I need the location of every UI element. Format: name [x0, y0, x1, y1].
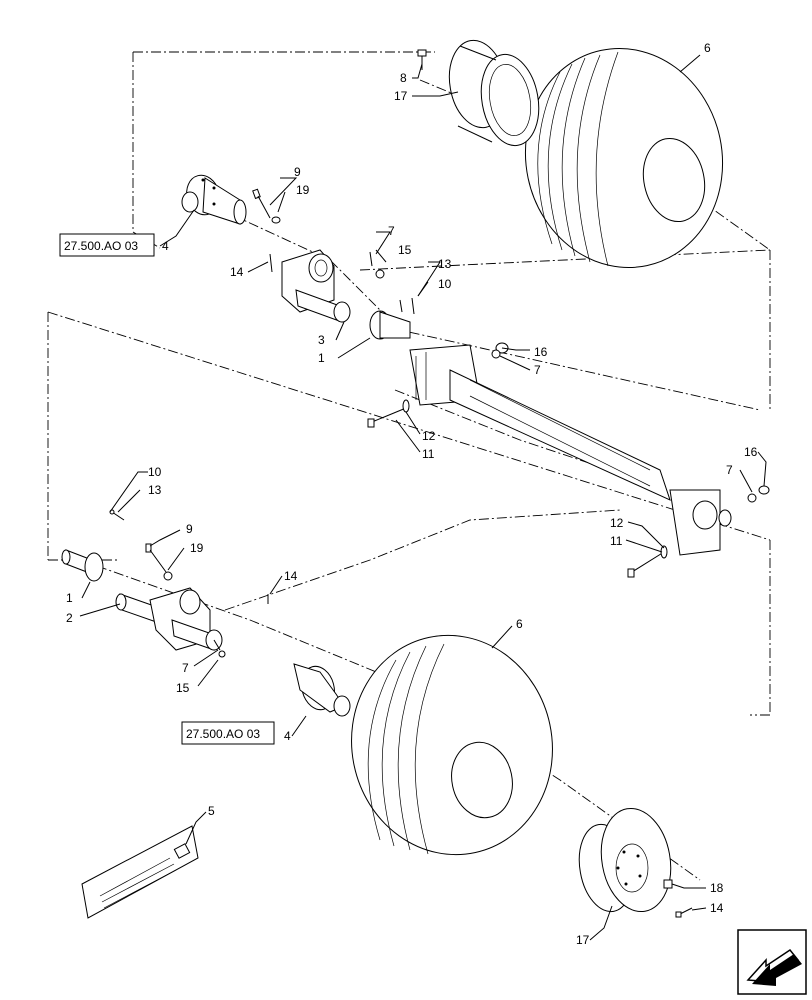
callout-16-upper: 16 — [534, 345, 548, 359]
reference-label-lower: 27.500.AO 03 — [186, 727, 260, 741]
bolt-11-upper — [367, 399, 410, 428]
upper-tire — [524, 47, 724, 269]
callout-7-upper: 7 — [388, 224, 395, 238]
bolt-9-upper — [252, 188, 281, 224]
lower-flange — [61, 549, 104, 582]
callout-4-lower: 4 — [284, 729, 291, 743]
reference-label-upper: 27.500.AO 03 — [64, 239, 138, 253]
reference-box-lower[interactable]: 27.500.AO 03 — [181, 721, 275, 745]
callout-14-upper: 14 — [230, 265, 244, 279]
leader-lines — [79, 54, 767, 941]
callout-6-lower: 6 — [516, 617, 523, 631]
callout-numbers: 6 8 17 9 19 4 14 7 15 13 10 3 1 16 7 12 … — [66, 41, 758, 947]
bolt-8 — [417, 49, 427, 70]
callout-1-lower: 1 — [66, 591, 73, 605]
callout-17-upper: 17 — [394, 89, 408, 103]
callout-2: 2 — [66, 611, 73, 625]
callout-7-lower-right: 7 — [726, 463, 733, 477]
callout-10-upper: 10 — [438, 277, 452, 291]
nut-16-upper — [491, 342, 509, 359]
callout-1-upper: 1 — [318, 351, 325, 365]
callout-14-lower-left: 14 — [284, 569, 298, 583]
callout-19-lower: 19 — [190, 541, 204, 555]
upper-hub — [181, 174, 247, 225]
pins-lower — [213, 594, 269, 658]
callout-4-upper: 4 — [162, 239, 169, 253]
callout-8: 8 — [400, 71, 407, 85]
callout-19-upper: 19 — [296, 183, 310, 197]
callout-5: 5 — [208, 804, 215, 818]
callout-6-upper: 6 — [704, 41, 711, 55]
axle-beam — [409, 344, 732, 556]
nut-16-lower — [747, 485, 770, 503]
lug-18 — [663, 879, 673, 889]
upper-spindle — [269, 249, 351, 323]
callout-15-lower: 15 — [176, 681, 190, 695]
stud-14-lower — [675, 907, 693, 918]
callout-9-upper: 9 — [294, 165, 301, 179]
decal-5 — [81, 825, 199, 919]
lower-rim — [578, 807, 672, 913]
callout-11-upper: 11 — [422, 447, 435, 461]
upper-rim — [448, 39, 540, 147]
callout-7-upper-right: 7 — [534, 363, 541, 377]
callout-9-lower: 9 — [186, 522, 193, 536]
return-arrow-icon[interactable] — [737, 929, 807, 995]
bolt-11-lower — [627, 545, 668, 578]
lower-spindle — [115, 587, 223, 651]
callout-13-upper: 13 — [438, 257, 452, 271]
pins-upper — [369, 251, 415, 315]
callout-14-lower-right: 14 — [710, 901, 724, 915]
bolt-9-lower — [145, 543, 173, 581]
reference-box-upper[interactable]: 27.500.AO 03 — [59, 233, 155, 257]
callout-11-lower: 11 — [610, 534, 623, 548]
bolt-10-lower — [109, 509, 125, 521]
callout-13-lower: 13 — [148, 483, 162, 497]
lower-hub — [293, 663, 351, 717]
upper-flange — [369, 310, 411, 340]
callout-17-lower: 17 — [576, 933, 590, 947]
callout-12-lower: 12 — [610, 516, 624, 530]
callout-7-lower: 7 — [182, 661, 189, 675]
callout-12-upper: 12 — [422, 429, 436, 443]
callout-3: 3 — [318, 333, 325, 347]
callout-18: 18 — [710, 881, 724, 895]
callout-10-lower: 10 — [148, 465, 162, 479]
callout-16-lower: 16 — [744, 445, 758, 459]
callout-15-upper: 15 — [398, 243, 412, 257]
boundary-lines — [47, 51, 771, 716]
lower-tire — [351, 634, 553, 856]
